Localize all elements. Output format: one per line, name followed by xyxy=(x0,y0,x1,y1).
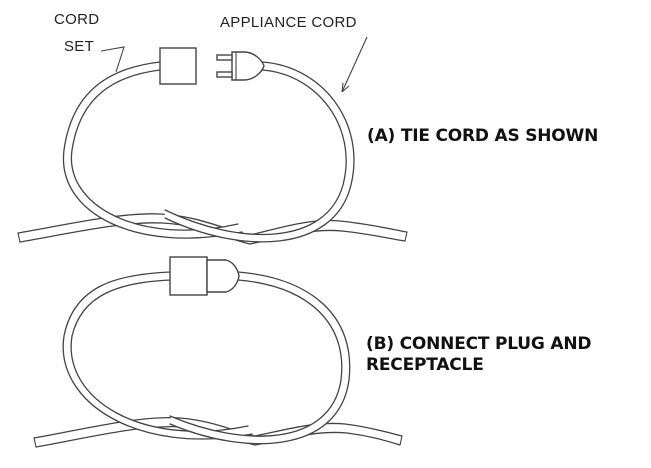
step-b-heading-line2: RECEPTACLE xyxy=(366,355,484,375)
cord-set-loop xyxy=(62,61,243,239)
plug-icon xyxy=(216,51,265,81)
right-cord-loop xyxy=(168,271,351,445)
cord-set-label-line2: SET xyxy=(64,38,95,55)
receptacle-icon xyxy=(159,47,197,85)
appliance-cord-label: APPLIANCE CORD xyxy=(220,14,357,31)
cord-set-leader xyxy=(100,46,125,73)
figure-a xyxy=(17,36,408,245)
step-b-heading-line1: (B) CONNECT PLUG AND xyxy=(366,334,592,354)
appliance-cord-leader xyxy=(341,36,368,93)
figure-b xyxy=(33,256,403,448)
cord-set-label-line1: CORD xyxy=(54,11,100,28)
step-a-heading: (A) TIE CORD AS SHOWN xyxy=(367,126,599,146)
left-cord-loop xyxy=(62,271,253,440)
appliance-cord-loop xyxy=(163,61,355,243)
connected-plug-receptacle-icon xyxy=(169,256,240,296)
